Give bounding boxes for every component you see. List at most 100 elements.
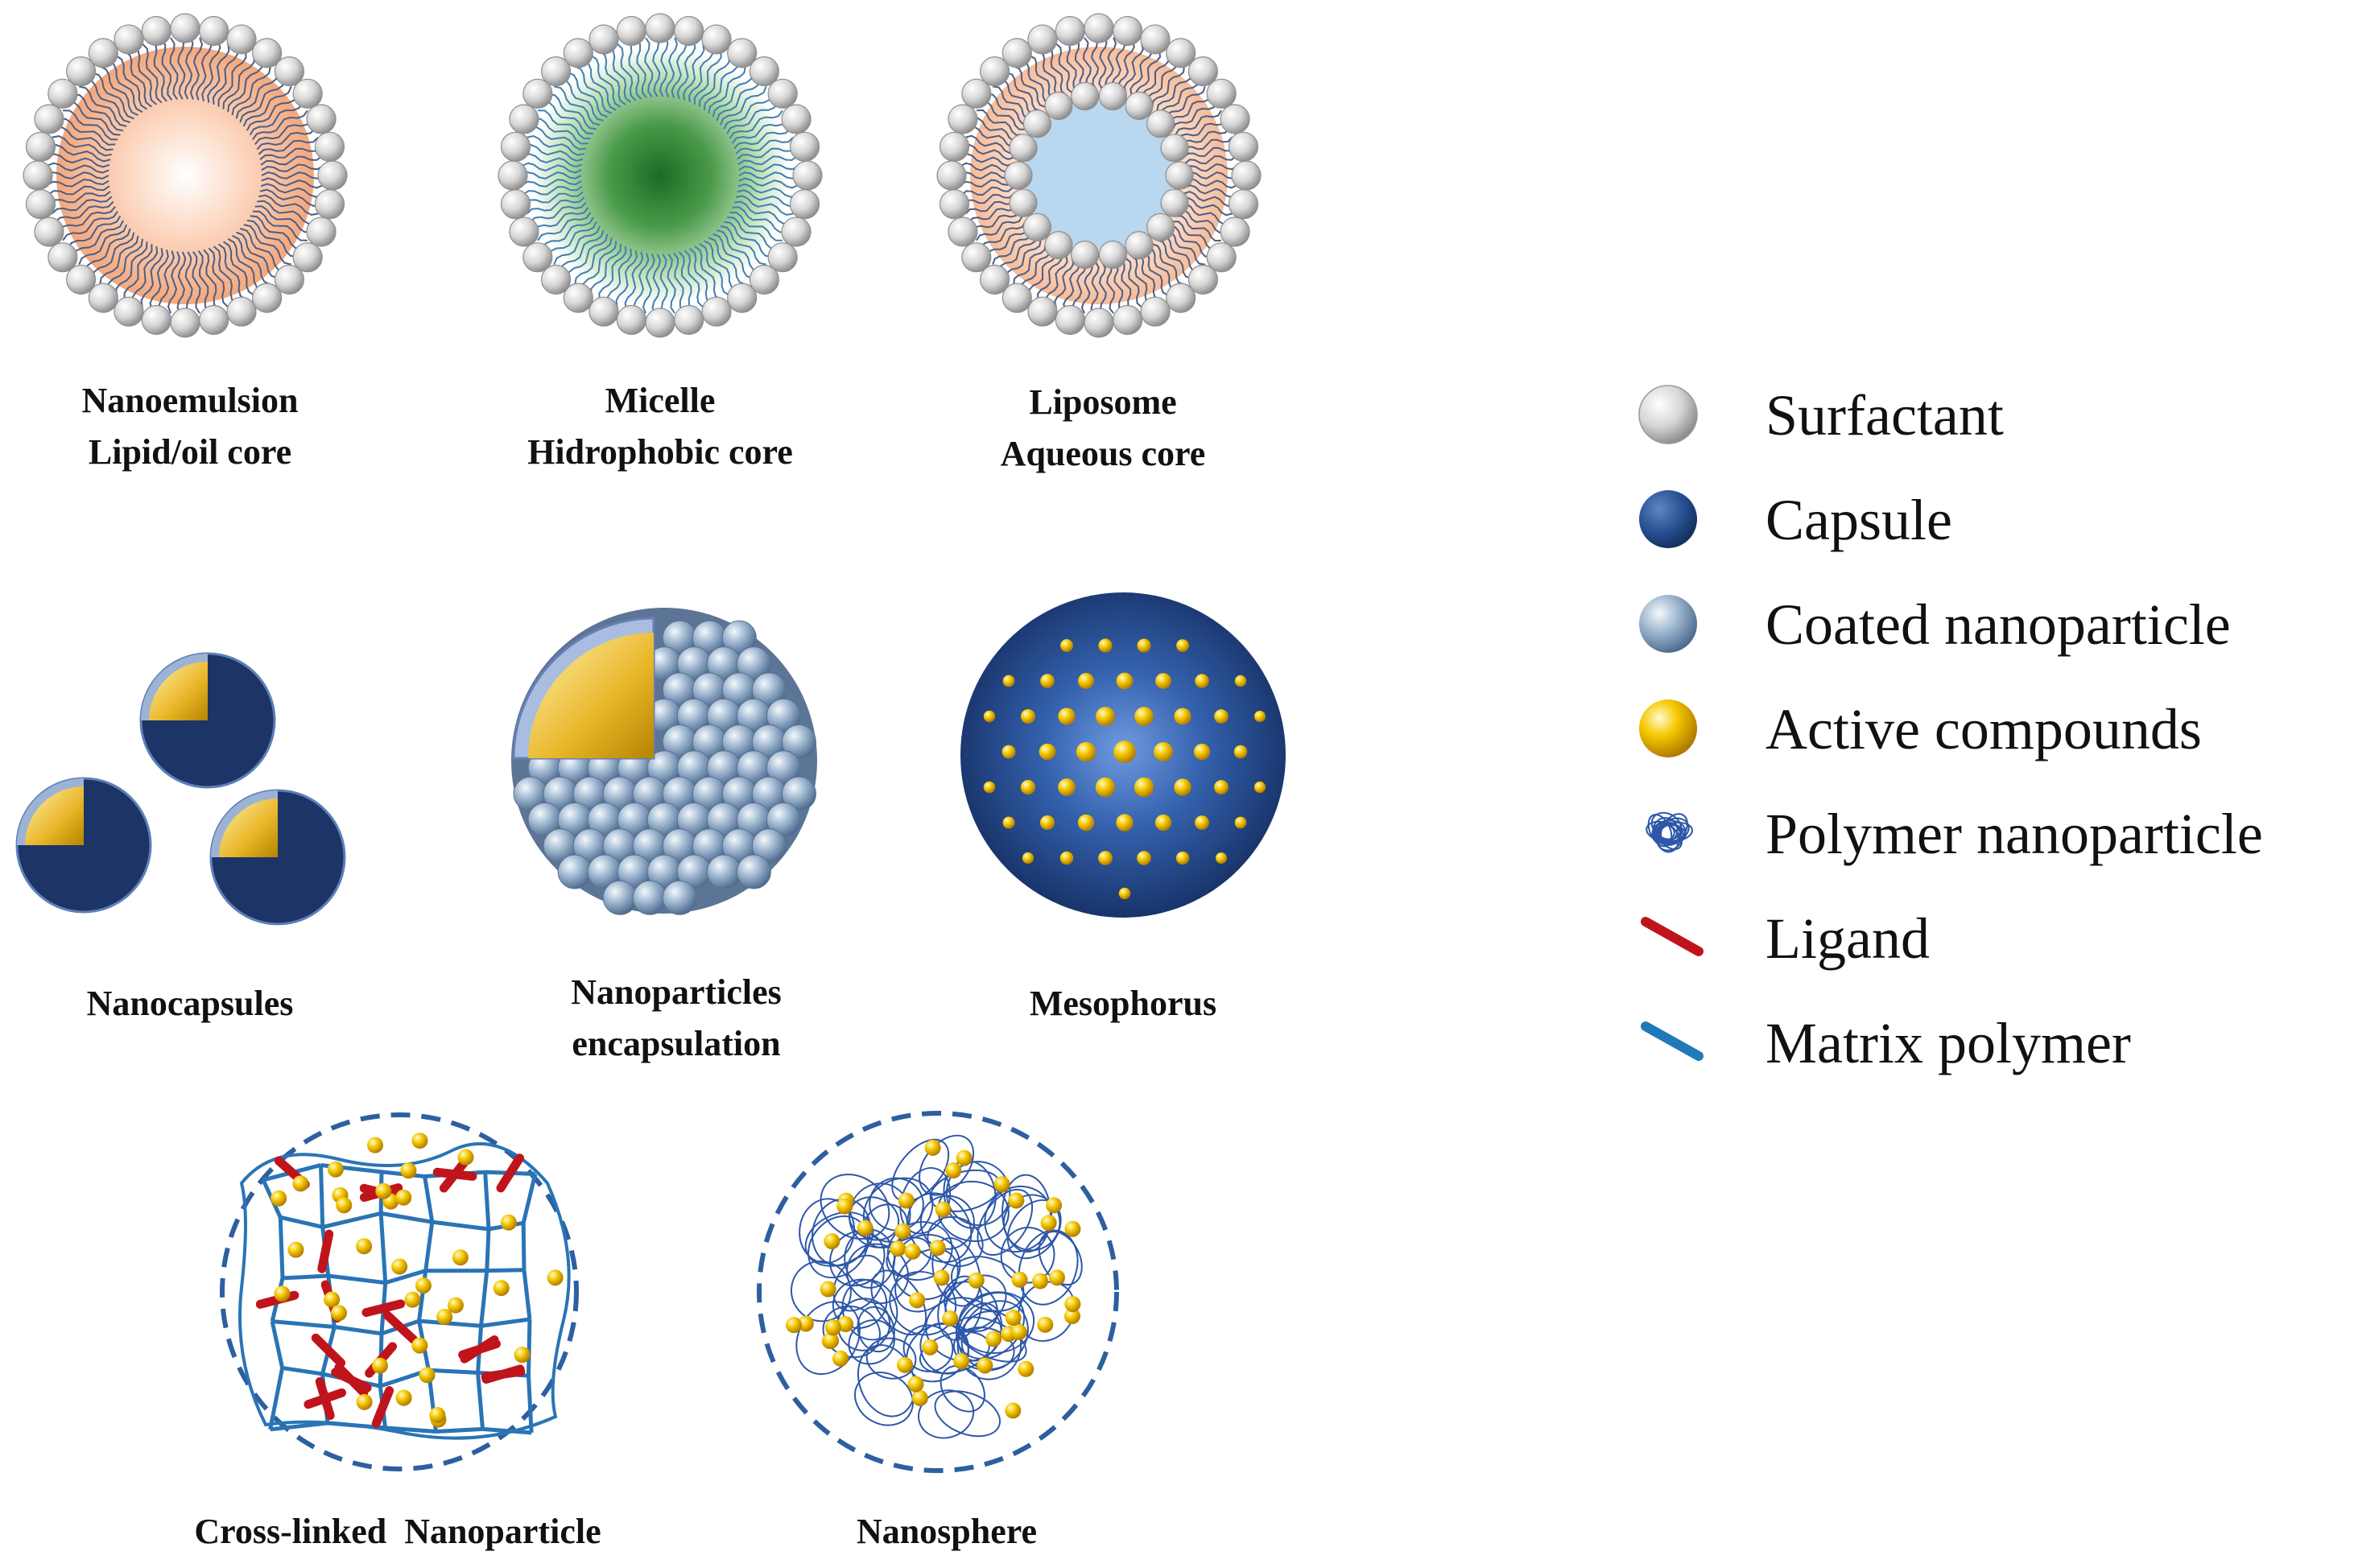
surfactant-tail <box>659 36 669 97</box>
surfactant-tail <box>712 72 754 118</box>
surfactant-tail <box>659 254 668 315</box>
matrix-polymer-strand <box>322 1211 382 1229</box>
caption-liposome-line2: Aqueous core <box>1001 434 1206 473</box>
legend: Surfactant Capsule Coated nanoparticle A… <box>1638 383 2263 1075</box>
surfactant-tail <box>259 146 321 160</box>
surfactant-tail <box>963 143 1014 160</box>
surfactant-head <box>588 24 619 55</box>
active-compound <box>292 1175 309 1192</box>
surfactant-tail <box>712 233 754 279</box>
active-compound <box>1078 673 1094 689</box>
surfactant-tail <box>1119 259 1134 311</box>
surfactant-head <box>674 15 704 47</box>
surfactant-head <box>498 160 528 191</box>
surfactant-head <box>500 189 531 220</box>
surfactant-tail <box>553 85 601 126</box>
surfactant-tail <box>1136 253 1160 301</box>
surfactant-tail <box>72 220 124 258</box>
matrix-polymer-strand <box>428 1368 478 1375</box>
active-compound <box>1175 851 1190 865</box>
surfactant-tail <box>1183 191 1235 208</box>
matrix-polymer-strand <box>328 1273 386 1285</box>
surfactant-tail <box>729 212 783 241</box>
active-compound <box>909 1292 926 1309</box>
surfactant-tail <box>176 251 187 315</box>
surfactant-tail <box>682 43 705 101</box>
surfactant-head <box>1160 188 1189 217</box>
surfactant-head <box>1044 91 1073 120</box>
surfactant-tail <box>1113 260 1124 313</box>
surfactant-tail <box>667 253 676 314</box>
surfactant-head <box>65 56 97 87</box>
matrix-polymer-strand <box>419 1318 481 1328</box>
surfactant-head <box>674 304 704 336</box>
surfactant-head <box>961 242 992 273</box>
surfactant-tail <box>599 50 626 105</box>
polymer-strand <box>870 1269 927 1336</box>
surfactant-head <box>563 283 593 313</box>
surfactant-tail <box>254 118 312 146</box>
surfactant-tail <box>524 144 584 162</box>
surfactant-tail <box>1183 146 1235 159</box>
active-compound <box>1021 709 1035 724</box>
surfactant-head <box>979 264 1010 295</box>
surfactant-tail <box>689 248 713 305</box>
surfactant-tail <box>131 246 159 304</box>
active-compound <box>1214 709 1229 724</box>
active-compound <box>1002 816 1015 829</box>
surfactant-head <box>792 160 823 191</box>
surfactant-head <box>781 104 812 134</box>
legend-label: Matrix polymer <box>1766 1011 2131 1075</box>
active-compound <box>993 1176 1010 1193</box>
polymer-strand <box>869 1177 924 1232</box>
active-compound <box>1116 672 1134 690</box>
surfactant-tail <box>78 224 128 266</box>
caption-micelle: Micelle Hidrophobic core <box>527 381 793 472</box>
surfactant-head <box>563 38 593 68</box>
active-compounds <box>271 1133 564 1428</box>
surfactant-head <box>1220 104 1250 134</box>
active-compound <box>547 1269 564 1286</box>
active-compound <box>786 1317 803 1334</box>
coated-nanoparticle <box>602 880 638 915</box>
surfactant-tail <box>1045 255 1068 304</box>
surfactant-tail <box>981 221 1026 250</box>
surfactant-tail <box>999 78 1037 116</box>
surfactant-tail <box>694 246 721 301</box>
active-compound <box>857 1219 873 1236</box>
polymer-strand <box>886 1221 953 1281</box>
surfactant-tail <box>724 221 773 258</box>
active-compound <box>1005 1310 1022 1327</box>
active-compound <box>1195 815 1209 830</box>
surfactant-head <box>727 38 758 68</box>
ligand <box>361 1299 406 1318</box>
legend-item-active-compounds: Active compounds <box>1639 697 2202 761</box>
active-compound <box>271 1190 287 1207</box>
surfactant-tail <box>177 36 186 100</box>
surfactant-tail <box>1082 37 1092 90</box>
legend-label: Ligand <box>1766 906 1930 971</box>
polymer-strand <box>919 1322 969 1375</box>
surfactant-tail <box>68 101 121 136</box>
active-compound <box>1037 1316 1054 1333</box>
surfactant-tail <box>703 60 739 110</box>
matrix-polymer-strand <box>526 1375 534 1434</box>
polymer-strand <box>960 1300 1029 1371</box>
matrix-polymer-strand <box>279 1215 324 1229</box>
surfactant-head <box>500 131 531 162</box>
surfactant-tail <box>1179 127 1230 146</box>
surfactant-tail <box>665 37 679 97</box>
active-compound <box>983 710 996 723</box>
active-compound <box>1039 815 1055 831</box>
surfactant-tails <box>521 36 799 315</box>
surfactant-head <box>25 131 56 162</box>
surfactant-head <box>226 296 257 327</box>
surfactant-tail <box>1005 240 1042 279</box>
surfactant-head <box>47 242 78 273</box>
surfactant-head <box>1084 13 1114 43</box>
surfactant-tail <box>1020 247 1051 291</box>
active-compound <box>1137 851 1151 865</box>
surfactant-tail <box>261 177 324 189</box>
surfactant-tail <box>972 210 1021 233</box>
surfactant-tail <box>1185 171 1238 179</box>
